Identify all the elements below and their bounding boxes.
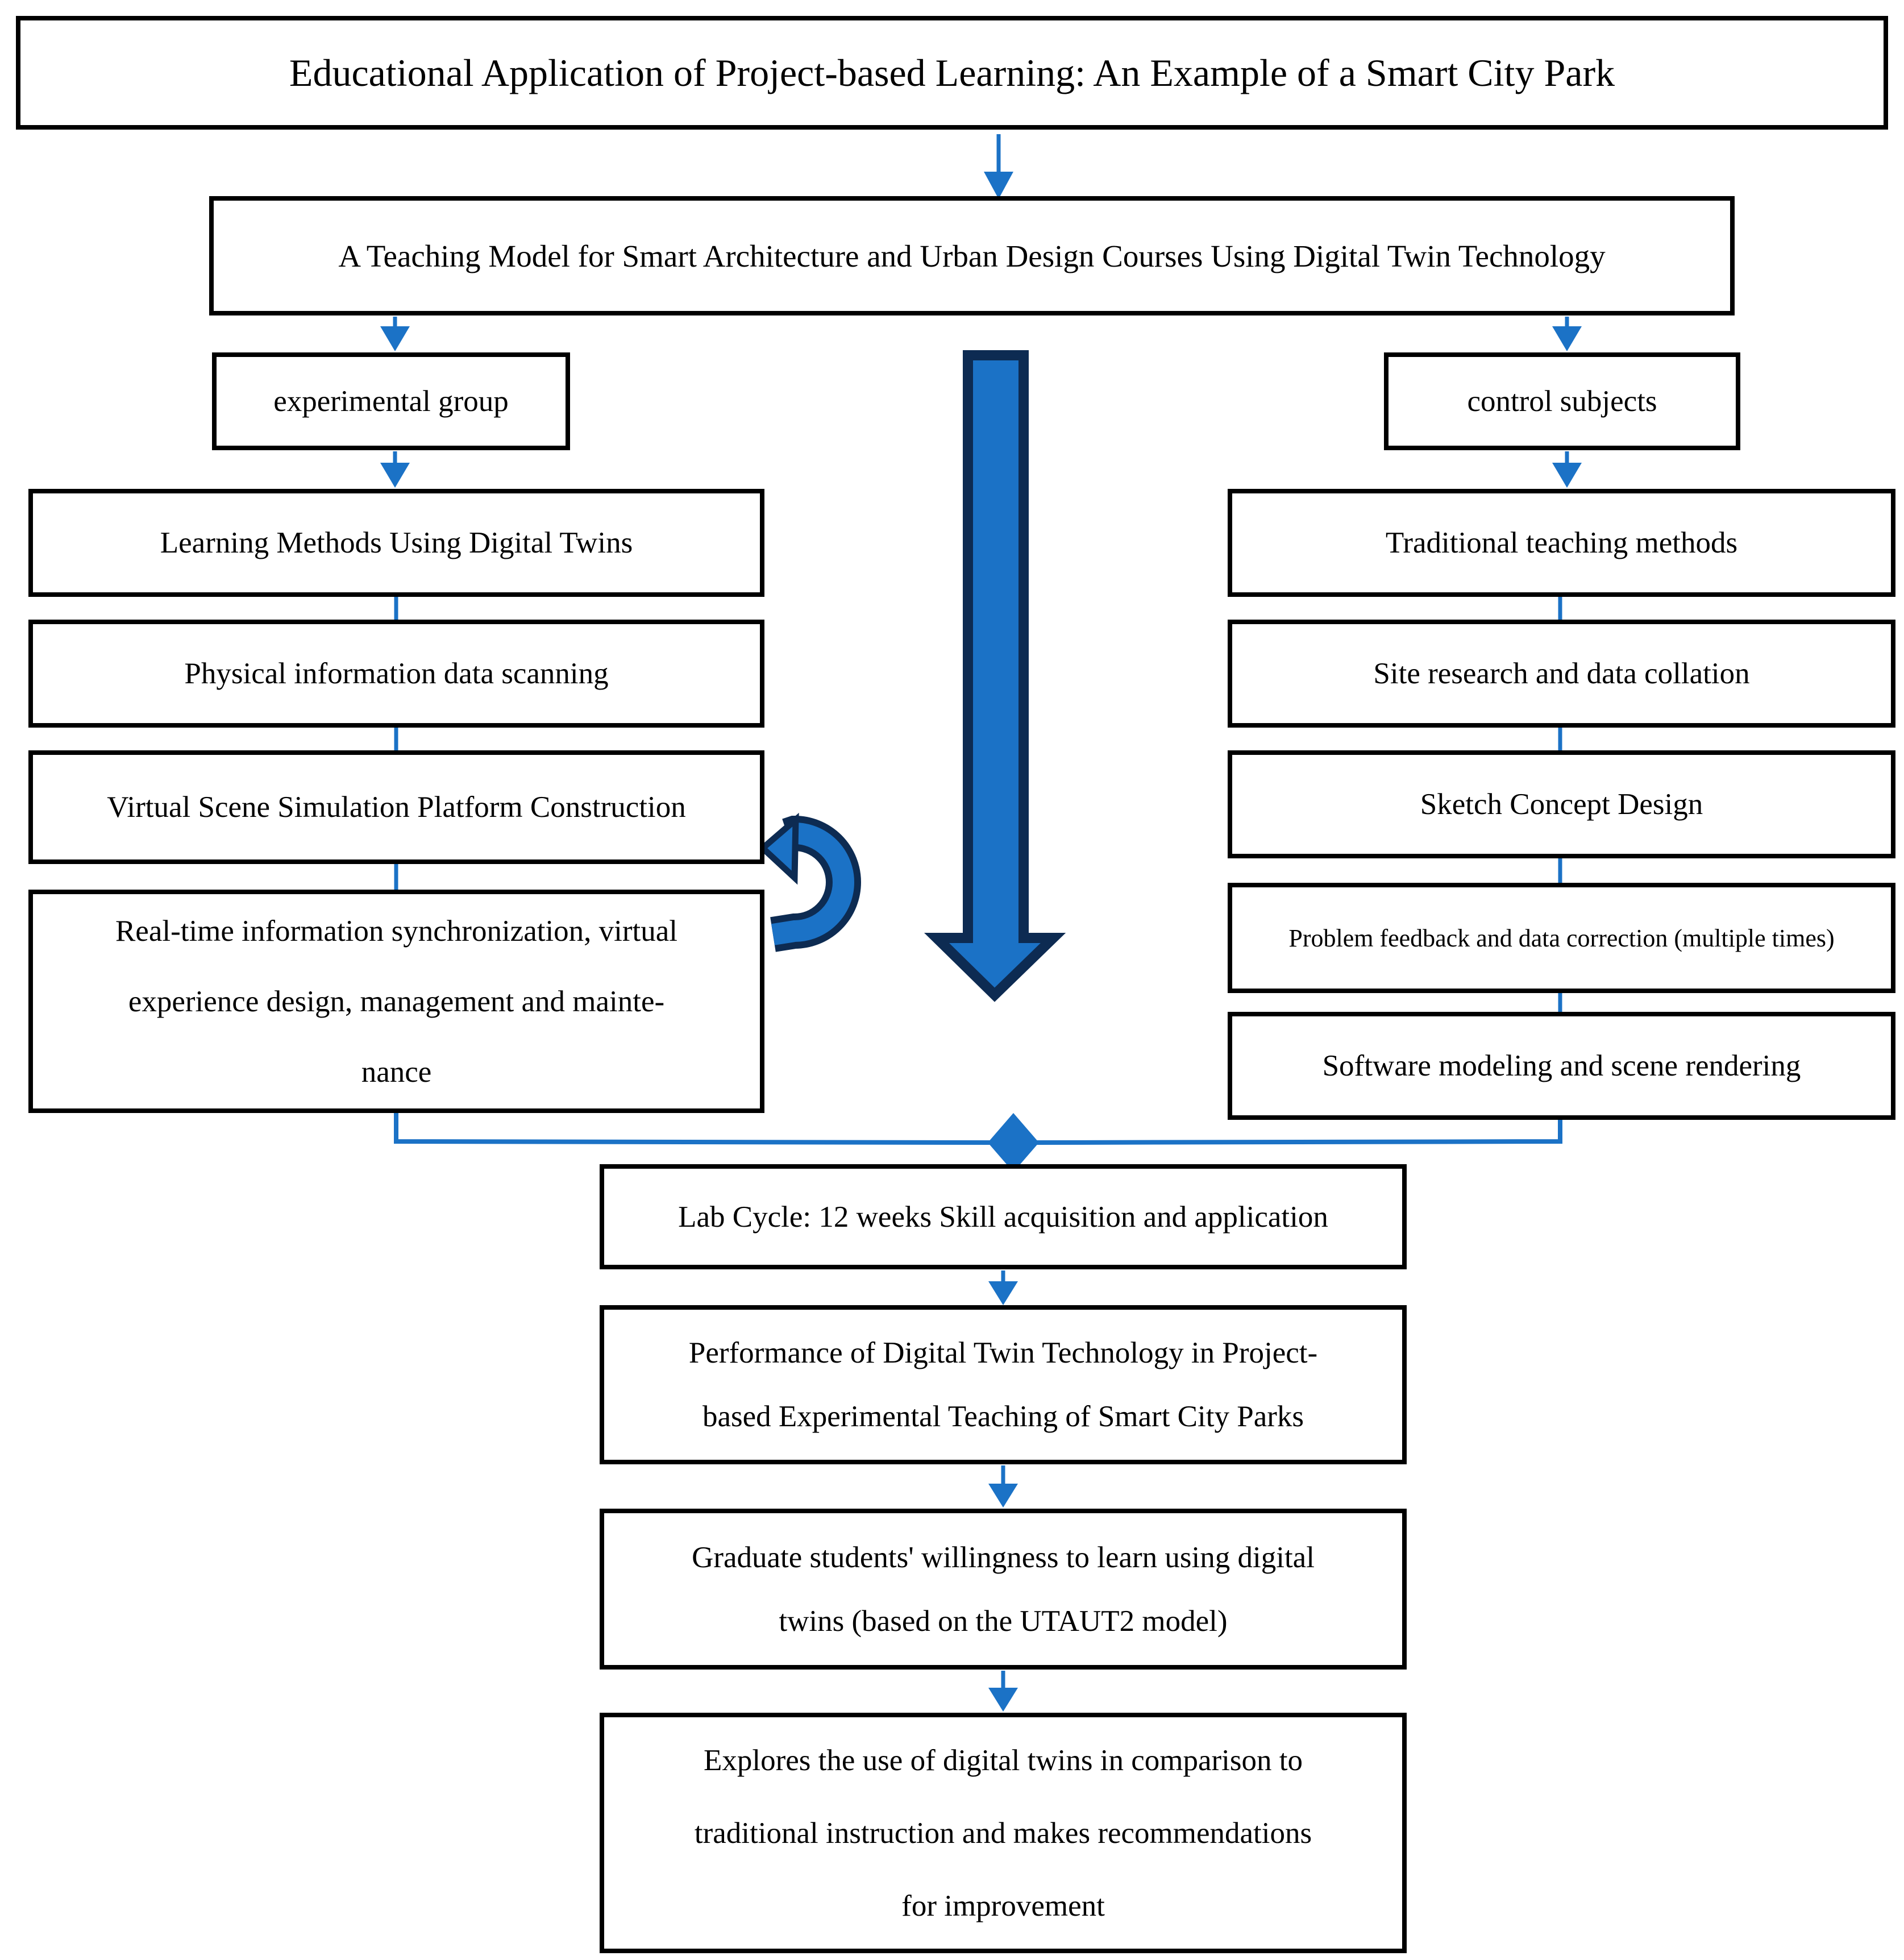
merge-line-left xyxy=(394,1113,991,1145)
step-traditional-methods-box: Traditional teaching methods xyxy=(1228,489,1895,597)
down-arrow-model-to-experimental xyxy=(380,317,410,351)
realtime-line-1: Real-time information synchronization, v… xyxy=(115,914,678,948)
performance-box: Performance of Digital Twin Technology i… xyxy=(600,1305,1407,1464)
performance-line-1: Performance of Digital Twin Technology i… xyxy=(688,1336,1318,1369)
step-virtual-scene-label: Virtual Scene Simulation Platform Constr… xyxy=(107,791,686,824)
step-sketch-design-box: Sketch Concept Design xyxy=(1228,750,1895,858)
step-realtime-sync-box: Real-time information synchronization, v… xyxy=(28,890,764,1113)
step-physical-scanning-box: Physical information data scanning xyxy=(28,620,764,728)
lab-cycle-box: Lab Cycle: 12 weeks Skill acquisition an… xyxy=(600,1164,1407,1269)
experimental-group-label: experimental group xyxy=(273,385,509,418)
step-realtime-sync-label: Real-time information synchronization, v… xyxy=(115,896,677,1107)
step-software-modeling-box: Software modeling and scene rendering xyxy=(1228,1012,1895,1120)
step-learning-methods-label: Learning Methods Using Digital Twins xyxy=(160,526,633,559)
explores-recommendations-box: Explores the use of digital twins in com… xyxy=(600,1713,1407,1953)
teaching-model-box: A Teaching Model for Smart Architecture … xyxy=(209,196,1735,315)
down-arrow-performance-to-graduate xyxy=(988,1465,1018,1508)
control-subjects-label: control subjects xyxy=(1467,385,1657,418)
down-arrow-title-to-model xyxy=(984,134,1013,199)
big-down-arrow xyxy=(924,350,1066,1002)
graduate-willingness-label: Graduate students' willingness to learn … xyxy=(692,1526,1315,1653)
down-arrow-graduate-to-explores xyxy=(988,1671,1018,1712)
control-subjects-box: control subjects xyxy=(1384,352,1740,450)
teaching-model-label: A Teaching Model for Smart Architecture … xyxy=(338,238,1606,273)
graduate-line-2: twins (based on the UTAUT2 model) xyxy=(779,1604,1228,1638)
step-virtual-scene-box: Virtual Scene Simulation Platform Constr… xyxy=(28,750,764,864)
explores-line-3: for improvement xyxy=(901,1889,1105,1922)
explores-line-1: Explores the use of digital twins in com… xyxy=(704,1743,1303,1777)
step-site-research-label: Site research and data collation xyxy=(1373,657,1750,690)
graduate-line-1: Graduate students' willingness to learn … xyxy=(692,1540,1315,1574)
down-arrow-model-to-control xyxy=(1552,317,1582,351)
lab-cycle-line-1: Lab Cycle: 12 weeks Skill acquisition an… xyxy=(678,1200,1328,1234)
step-learning-methods-box: Learning Methods Using Digital Twins xyxy=(28,489,764,597)
step-physical-scanning-label: Physical information data scanning xyxy=(184,657,609,690)
step-software-modeling-label: Software modeling and scene rendering xyxy=(1322,1049,1801,1082)
merge-line-right xyxy=(1036,1119,1562,1145)
page-title: Educational Application of Project-based… xyxy=(289,51,1615,94)
performance-label: Performance of Digital Twin Technology i… xyxy=(689,1321,1317,1448)
down-arrow-experimental-to-steps xyxy=(380,451,410,488)
graduate-willingness-box: Graduate students' willingness to learn … xyxy=(600,1509,1407,1670)
explores-recommendations-label: Explores the use of digital twins in com… xyxy=(695,1724,1312,1942)
step-problem-feedback-label: Problem feedback and data correction (mu… xyxy=(1288,924,1835,952)
title-box: Educational Application of Project-based… xyxy=(16,16,1888,130)
experimental-group-box: experimental group xyxy=(212,352,570,450)
step-sketch-design-label: Sketch Concept Design xyxy=(1420,788,1703,821)
lab-cycle-label: Lab Cycle: 12 weeks Skill acquisition an… xyxy=(678,1200,1328,1234)
down-arrow-control-to-steps xyxy=(1552,451,1582,488)
realtime-line-3: nance xyxy=(361,1055,432,1089)
realtime-line-2: experience design, management and mainte… xyxy=(128,985,665,1018)
explores-line-2: traditional instruction and makes recomm… xyxy=(694,1816,1312,1850)
performance-line-2: based Experimental Teaching of Smart Cit… xyxy=(702,1400,1304,1433)
merge-diamond-arrow xyxy=(988,1113,1039,1172)
step-problem-feedback-box: Problem feedback and data correction (mu… xyxy=(1228,883,1895,993)
step-traditional-methods-label: Traditional teaching methods xyxy=(1385,526,1738,559)
loop-arrow xyxy=(758,812,861,952)
down-arrow-lab-to-performance xyxy=(988,1270,1018,1305)
step-site-research-box: Site research and data collation xyxy=(1228,620,1895,728)
